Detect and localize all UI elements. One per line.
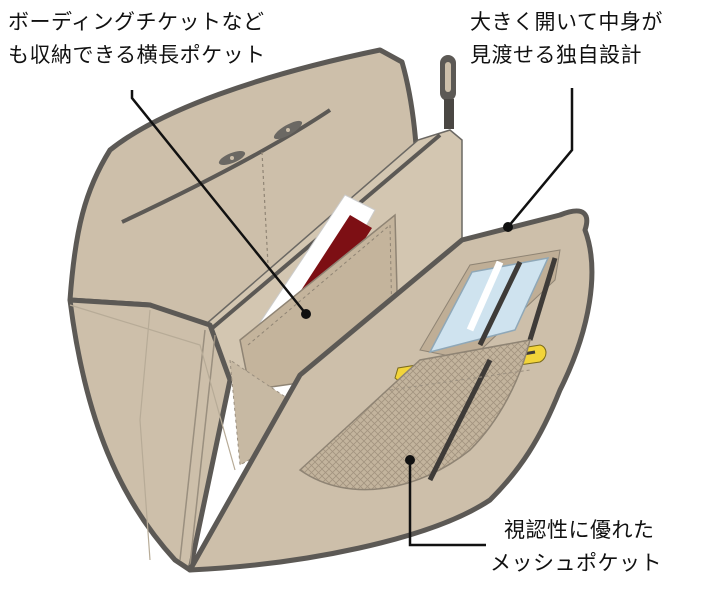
blue-card bbox=[428, 257, 550, 354]
callout-boarding-pocket-line2: も収納できる横長ポケット bbox=[8, 43, 266, 67]
wallet-left-flap bbox=[67, 297, 233, 573]
callout-open-view-line2: 見渡せる独自設計 bbox=[470, 43, 642, 67]
callout-boarding-pocket-line1: ボーディングチケットなど bbox=[8, 10, 265, 34]
side-zipper-pull-icon bbox=[440, 55, 456, 129]
leader-line-boarding bbox=[130, 90, 307, 315]
callout-boarding-pocket: ボーディングチケットなど も収納できる横長ポケット bbox=[8, 6, 266, 72]
callout-mesh-pocket: 視認性に優れた メッシュポケット bbox=[490, 514, 662, 580]
callout-mesh-pocket-line1: 視認性に優れた bbox=[504, 518, 655, 542]
callout-open-view: 大きく開いて中身が 見渡せる独自設計 bbox=[470, 6, 663, 72]
back-zipper-line bbox=[121, 108, 332, 224]
zipper-pull-icon bbox=[218, 120, 303, 165]
mesh-pocket bbox=[298, 339, 532, 491]
wallet-back-panel bbox=[67, 47, 419, 328]
leader-line-open-view bbox=[507, 88, 574, 228]
callout-open-view-line1: 大きく開いて中身が bbox=[470, 10, 663, 34]
leader-line-mesh bbox=[408, 460, 486, 547]
callout-mesh-pocket-line2: メッシュポケット bbox=[490, 551, 662, 575]
